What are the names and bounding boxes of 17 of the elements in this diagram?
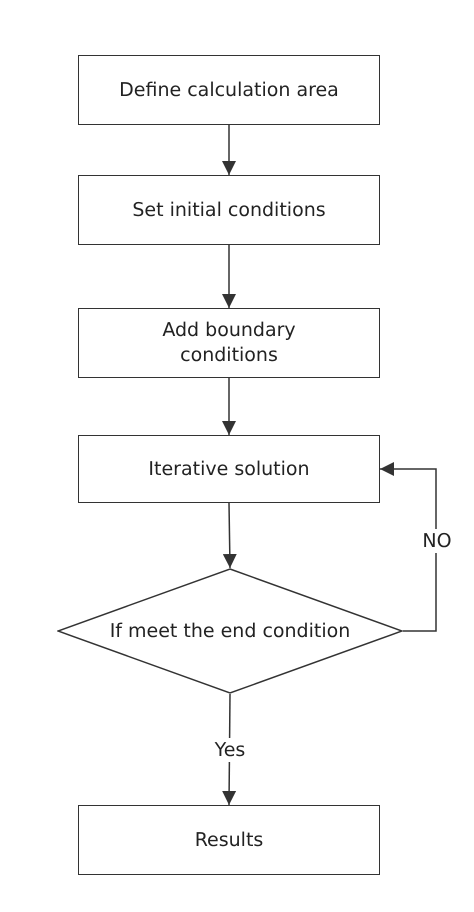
arrow: [222, 245, 236, 308]
step-text: Results: [194, 828, 264, 852]
process-box: [78, 55, 380, 125]
step-text: Set initial conditions: [132, 198, 326, 222]
arrow: [222, 378, 236, 435]
step-text: Iterative solution: [148, 456, 310, 482]
process-box: [78, 435, 380, 503]
arrow: [380, 462, 437, 632]
step-text: Add boundary conditions: [161, 318, 297, 368]
process-box: [78, 805, 380, 875]
edge-label: Yes: [212, 738, 248, 762]
step-text: If meet the end condition: [110, 618, 350, 644]
step-text: Define calculation area: [119, 78, 339, 102]
arrow: [222, 125, 236, 175]
arrow: [222, 502, 237, 568]
process-box: [78, 175, 380, 245]
process-box: [78, 308, 380, 378]
